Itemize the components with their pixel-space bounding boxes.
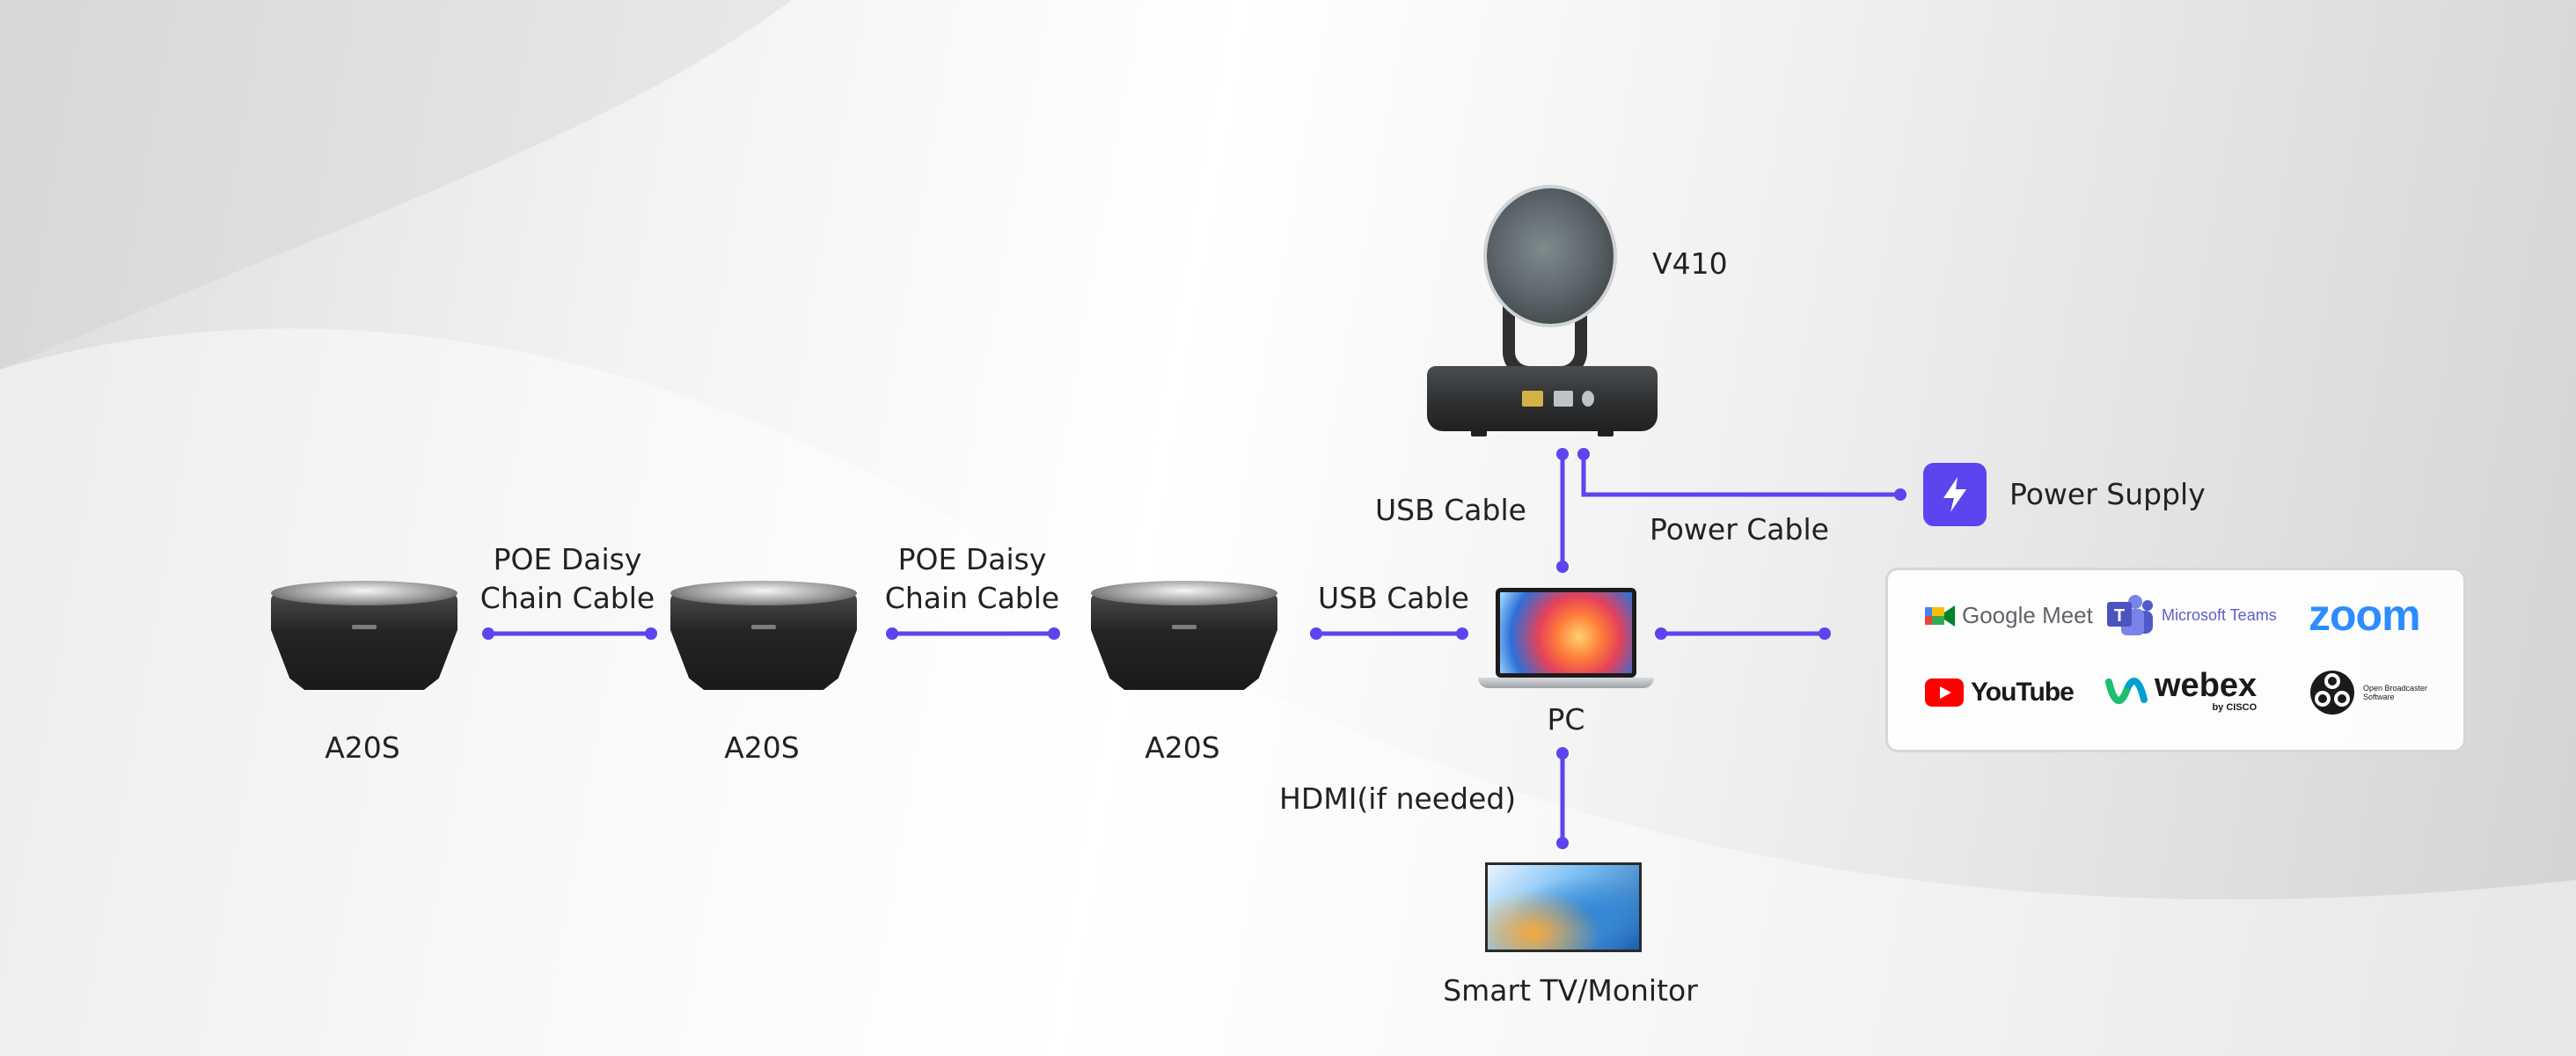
youtube-text: YouTube — [1971, 678, 2075, 707]
speaker-label-3: A20S — [1145, 730, 1220, 765]
daisy-chain-wire-2-start-dot — [886, 627, 898, 640]
laptop-deck — [1478, 678, 1654, 688]
google-meet-icon — [1925, 605, 1955, 627]
power-supply-label: Power Supply — [2009, 477, 2206, 511]
power-wire-camera-to-supply-end-dot — [1894, 488, 1906, 501]
daisy-chain-cable-label-2: POE Daisy Chain Cable — [884, 542, 1060, 615]
v410-camera — [1427, 183, 1658, 438]
usb-cable-label-speaker: USB Cable — [1318, 581, 1469, 615]
ethernet-port — [1522, 391, 1543, 407]
microsoft-teams-logo: T Microsoft Teams — [2105, 593, 2277, 637]
lightning-icon — [1923, 463, 1987, 526]
daisy-chain-cable-label-1: POE Daisy Chain Cable — [479, 542, 655, 615]
power-wire-camera-to-supply — [1581, 454, 1900, 497]
pc-label: PC — [1547, 702, 1585, 737]
a20s-speaker-2 — [670, 581, 857, 695]
microsoft-teams-text: Microsoft Teams — [2162, 605, 2277, 624]
pc-laptop — [1478, 588, 1654, 690]
power-wire-camera-to-supply-start-dot — [1577, 448, 1590, 460]
camera-foot — [1471, 429, 1487, 436]
google-meet-logo: Google Meet — [1925, 602, 2093, 629]
svg-text:T: T — [2114, 606, 2125, 626]
usb-wire-speaker-to-pc-end-dot — [1456, 627, 1468, 640]
zoom-logo: zoom — [2309, 590, 2421, 641]
usb-wire-camera-to-pc-start-dot — [1556, 448, 1569, 460]
usb-wire-camera-to-pc-end-dot — [1556, 561, 1569, 573]
daisy-chain-wire-1-end-dot — [645, 627, 657, 640]
supported-platforms-panel: Google Meet T Microsoft Teams zoom YouTu… — [1885, 568, 2466, 752]
google-meet-text: Google Meet — [1962, 602, 2093, 628]
webex-icon — [2105, 678, 2148, 704]
camera-label: V410 — [1652, 246, 1728, 281]
obs-text: Open Broadcaster Software — [2363, 684, 2428, 701]
youtube-logo: YouTube — [1925, 678, 2075, 708]
pc-to-platforms-wire-start-dot — [1655, 627, 1667, 640]
camera-base — [1427, 366, 1658, 431]
speaker-label-1: A20S — [325, 730, 400, 765]
a20s-speaker-1 — [271, 581, 457, 695]
obs-icon — [2310, 671, 2354, 715]
laptop-screen — [1496, 588, 1636, 678]
webex-text: webex — [2155, 667, 2258, 704]
usb-wire-speaker-to-pc-start-dot — [1310, 627, 1322, 640]
zoom-text: zoom — [2309, 590, 2421, 640]
smart-tv-monitor — [1485, 862, 1642, 952]
obs-logo: Open Broadcaster Software — [2309, 669, 2427, 716]
hdmi-cable-label: HDMI(if needed) — [1279, 781, 1517, 816]
daisy-chain-wire-1-start-dot — [482, 627, 494, 640]
usb-port — [1554, 391, 1573, 407]
camera-foot — [1598, 429, 1614, 436]
daisy-chain-wire-2-end-dot — [1048, 627, 1060, 640]
power-port — [1582, 391, 1594, 407]
usb-cable-label-camera: USB Cable — [1375, 493, 1526, 527]
hdmi-wire-pc-to-tv-end-dot — [1556, 837, 1569, 849]
a20s-speaker-3 — [1091, 581, 1277, 695]
microsoft-teams-icon: T — [2107, 595, 2153, 635]
tv-label: Smart TV/Monitor — [1443, 973, 1698, 1008]
power-cable-label: Power Cable — [1650, 512, 1829, 546]
youtube-play-icon — [1925, 678, 1964, 707]
webex-by-cisco-text: by CISCO — [2212, 702, 2258, 713]
webex-logo: webex by CISCO — [2105, 669, 2257, 713]
hdmi-wire-pc-to-tv-start-dot — [1556, 747, 1569, 759]
camera-lens-head — [1483, 185, 1617, 327]
pc-to-platforms-wire-end-dot — [1819, 627, 1831, 640]
speaker-label-2: A20S — [724, 730, 800, 765]
